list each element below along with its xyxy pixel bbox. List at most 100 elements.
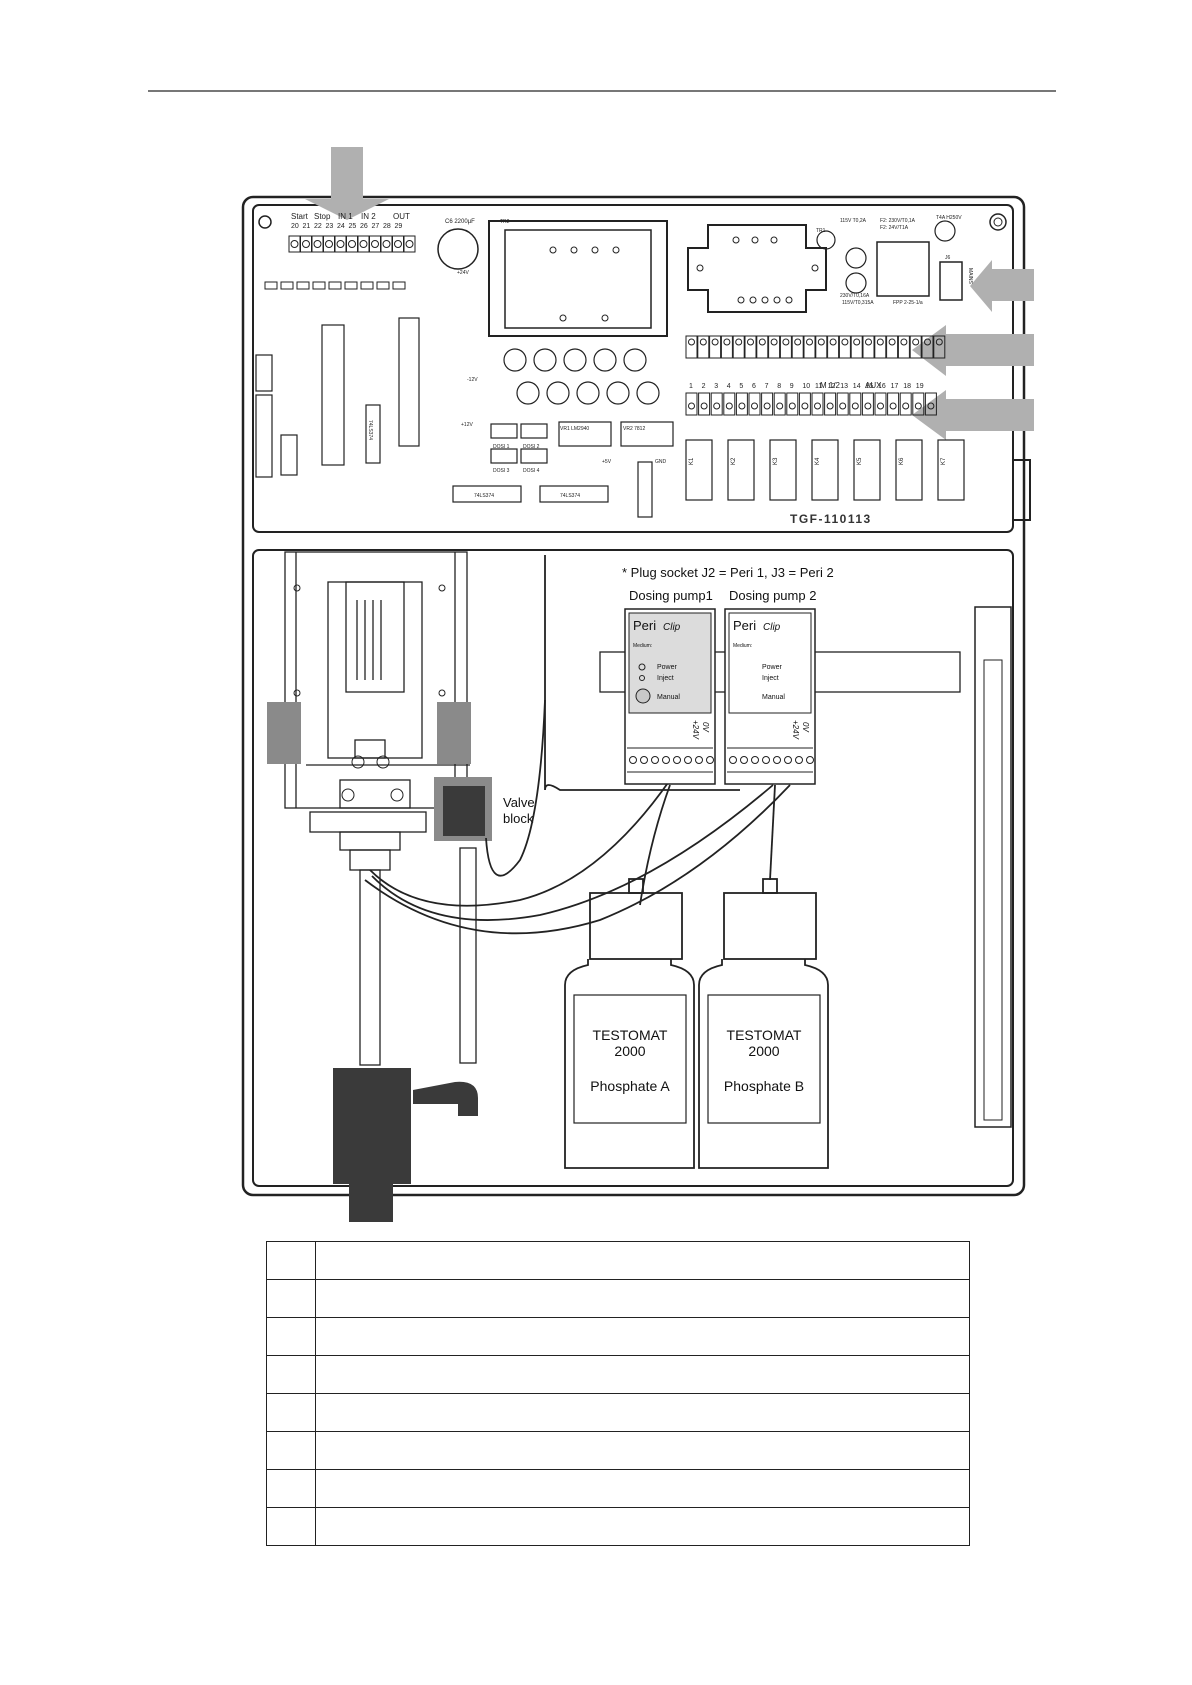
relay-terminal-screw — [763, 402, 771, 410]
capacitor — [636, 381, 660, 405]
plug-socket-note: * Plug socket J2 = Peri 1, J3 = Peri 2 — [622, 565, 834, 580]
ic-chip — [637, 461, 653, 518]
smd-component — [280, 281, 294, 290]
pump-voltage-label: +24V — [791, 720, 800, 740]
relay-terminal — [874, 392, 887, 416]
relay-terminal-screw — [935, 338, 943, 346]
relay-terminal-screw — [877, 402, 884, 410]
relay-terminal — [912, 392, 925, 416]
relay-terminal — [685, 392, 698, 416]
relay-number: 1 — [689, 383, 693, 390]
relay-terminal — [933, 335, 946, 359]
pump-voltage-label: +24V — [691, 720, 700, 740]
relay-number: 17 — [891, 383, 899, 390]
grey-block-right — [437, 702, 471, 764]
relay-terminal — [768, 335, 781, 359]
legend-number — [266, 1469, 316, 1508]
relay-terminal — [921, 335, 934, 359]
terminal-group-label: Start — [291, 212, 309, 221]
relay-terminal-screw — [888, 338, 896, 346]
drain-elbow — [413, 1081, 478, 1116]
capacitor — [533, 348, 557, 372]
legend-row — [266, 1469, 970, 1508]
relay — [895, 439, 923, 501]
smd-component — [312, 281, 326, 290]
relay-label: K5 — [857, 457, 863, 465]
mains-connector — [939, 261, 963, 301]
relay-terminal-screw — [900, 338, 908, 346]
svg-text:F2: 230V/T0,1A: F2: 230V/T0,1A — [880, 218, 916, 224]
capacitor-c6 — [437, 228, 479, 270]
relay-terminal — [803, 335, 816, 359]
pcb-label: TR2 — [500, 219, 510, 225]
relay-terminal — [732, 335, 745, 359]
transformer-tr1 — [687, 224, 827, 313]
relay-terminal — [697, 335, 710, 359]
pump-terminal — [673, 756, 681, 764]
relay-terminal-screw — [699, 338, 707, 346]
relay-terminal-screw — [725, 402, 733, 410]
relay-terminal — [748, 392, 761, 416]
relay — [727, 439, 755, 501]
legend-row — [266, 1393, 970, 1432]
dosi-labels: DOSI 1 DOSI 2 DOSI 3 DOSI 4 — [493, 444, 540, 474]
capacitor — [546, 381, 570, 405]
terminal-screw — [325, 240, 333, 248]
pump-terminal — [684, 756, 692, 764]
manual-button[interactable] — [635, 688, 651, 704]
relay-terminal-screw — [914, 402, 922, 410]
relay-number: 4 — [727, 383, 731, 390]
svg-text:DOSI 3: DOSI 3 — [493, 468, 510, 474]
relay-terminal-screw — [876, 338, 884, 346]
terminal-number: 26 — [360, 223, 368, 230]
pcb-label: +5V — [602, 459, 612, 465]
terminal-number: 23 — [326, 223, 334, 230]
connector-j1 — [255, 394, 273, 478]
relay-label: K2 — [731, 457, 737, 465]
relay — [811, 439, 839, 501]
relay-terminal-screw — [794, 338, 802, 346]
relay-label: K7 — [941, 457, 947, 465]
pcb-label: 74LS374 — [474, 493, 494, 499]
svg-text:115V T0,2A: 115V T0,2A — [840, 218, 867, 224]
pump-inject-label: Inject — [657, 675, 674, 682]
relay-terminal-screw — [817, 338, 825, 346]
legend-text — [315, 1507, 970, 1546]
relay-terminal-screw — [839, 402, 847, 410]
legend-number — [266, 1393, 316, 1432]
pcb-label: GND — [655, 459, 667, 465]
pump-1-terminals — [627, 747, 714, 773]
pump-medium-label: Medium: — [633, 643, 652, 649]
pump-voltage-label: 0V — [701, 722, 710, 732]
relay-terminal — [791, 335, 804, 359]
legend-number — [266, 1507, 316, 1546]
terminal-number: 22 — [314, 223, 322, 230]
ic-socket — [321, 324, 345, 466]
capacitor — [576, 381, 600, 405]
relay-terminal-screw — [806, 338, 813, 346]
relay-terminal-screw — [688, 402, 695, 410]
relay-terminal-screw — [711, 338, 719, 346]
relay-label: K6 — [899, 457, 905, 465]
relay-terminal — [786, 392, 799, 416]
ic-74ls374 — [452, 485, 522, 503]
regulator-vr2 — [620, 421, 674, 447]
ic-chip — [280, 434, 298, 476]
capacitor — [623, 348, 647, 372]
terminal-group-label: IN 1 — [338, 212, 353, 221]
relay-terminal-screw — [700, 402, 708, 410]
pump-terminal — [740, 756, 748, 764]
relay-terminal-screw — [738, 402, 746, 410]
pump-terminal — [640, 756, 648, 764]
pump-power-label: Power — [657, 664, 678, 671]
smd-component — [392, 281, 406, 290]
relay-terminal-screw — [841, 338, 849, 346]
terminal-screw — [394, 240, 402, 248]
legend-number — [266, 1317, 316, 1356]
side-rail-inner — [983, 659, 1003, 1121]
legend-table — [266, 1241, 970, 1546]
relay-terminal — [924, 392, 937, 416]
pump-manual-label: Manual — [657, 694, 680, 701]
